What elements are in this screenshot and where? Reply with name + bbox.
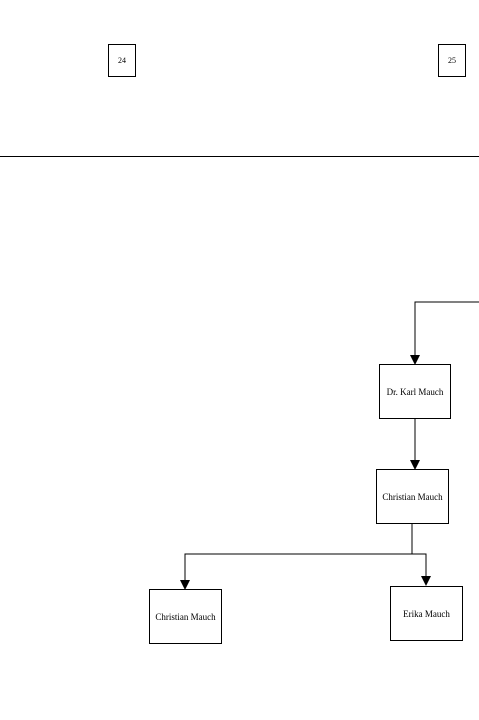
arrowhead-christian-child: [180, 580, 190, 590]
page-number-right: 25: [438, 44, 466, 77]
page-number-left: 24: [108, 44, 136, 77]
arrowhead-karl: [410, 355, 420, 365]
connector-into-karl: [414, 301, 479, 356]
page-divider: [0, 156, 479, 157]
arrowhead-christian-parent: [410, 460, 420, 470]
node-christian-mauch-child: Christian Mauch: [149, 589, 222, 644]
node-erika-mauch: Erika Mauch: [390, 586, 463, 641]
node-christian-mauch-parent: Christian Mauch: [376, 469, 449, 524]
node-karl-mauch: Dr. Karl Mauch: [379, 364, 451, 419]
arrowhead-erika: [421, 576, 431, 586]
connector-to-erika: [412, 553, 427, 577]
connector-to-christian-child: [184, 553, 412, 581]
